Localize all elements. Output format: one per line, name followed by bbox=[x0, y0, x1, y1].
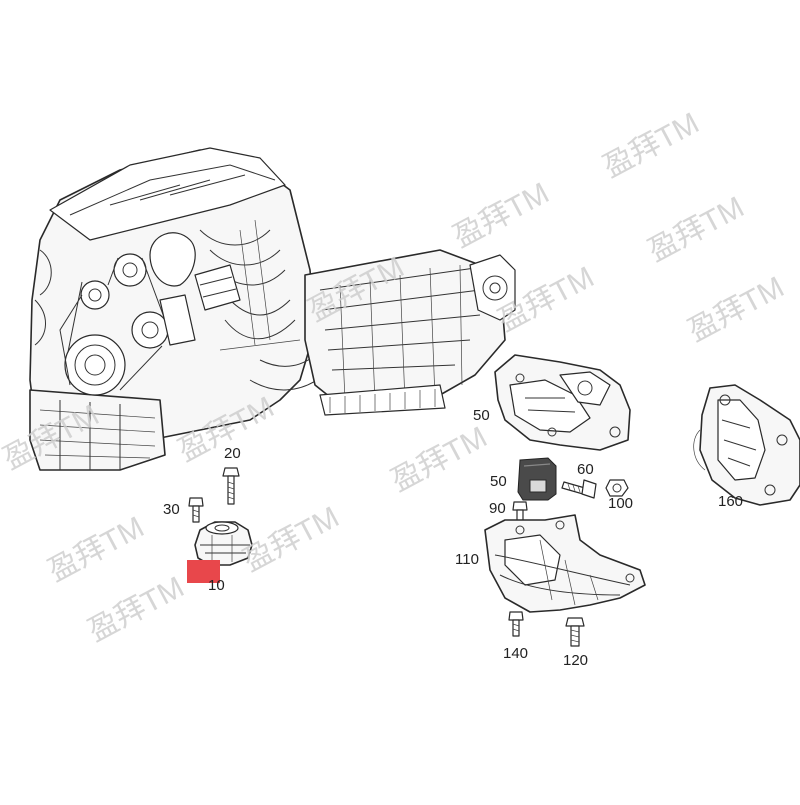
crank-pulley bbox=[64, 334, 126, 396]
part-160-bracket bbox=[693, 384, 800, 506]
part-110-crossmember bbox=[484, 514, 646, 613]
alternator-pulley bbox=[131, 311, 169, 349]
engine-transmission-assembly bbox=[29, 147, 516, 471]
watermark: 盈拜TM bbox=[43, 511, 150, 589]
watermark: 盈拜TM bbox=[598, 107, 705, 185]
idler-pulley bbox=[80, 280, 110, 310]
part-120-bolt bbox=[565, 617, 585, 647]
callout-100: 100 bbox=[608, 495, 633, 512]
part-20-bolt bbox=[222, 467, 240, 505]
callout-140: 140 bbox=[503, 645, 528, 662]
callout-30: 30 bbox=[163, 501, 180, 518]
callout-10: 10 bbox=[208, 577, 225, 594]
part-30-bolt bbox=[188, 497, 204, 523]
highlight-swatch bbox=[187, 560, 220, 583]
watermark: 盈拜TM bbox=[238, 501, 345, 579]
callout-160: 160 bbox=[718, 493, 743, 510]
part-140-bolt bbox=[508, 611, 524, 637]
callout-50-mount: 50 bbox=[490, 473, 507, 490]
watermark: 盈拜TM bbox=[643, 191, 750, 269]
callout-110: 110 bbox=[455, 551, 479, 568]
part-50-rubber-mount bbox=[517, 457, 557, 501]
callout-120: 120 bbox=[563, 652, 588, 669]
callout-20: 20 bbox=[224, 445, 241, 462]
part-50-transmission-bracket bbox=[494, 354, 631, 451]
watermark: 盈拜TM bbox=[386, 421, 493, 499]
callout-50-bracket: 50 bbox=[473, 407, 490, 424]
tensioner-pulley bbox=[113, 253, 147, 287]
part-90-bolt bbox=[512, 501, 528, 523]
part-60-bolt bbox=[561, 479, 597, 499]
part-10-engine-mount bbox=[187, 521, 253, 583]
callout-90: 90 bbox=[489, 500, 506, 517]
watermark: 盈拜TM bbox=[83, 571, 190, 649]
part-100-nut bbox=[605, 479, 629, 497]
watermark: 盈拜TM bbox=[448, 177, 555, 255]
watermark: 盈拜TM bbox=[683, 271, 790, 349]
callout-60: 60 bbox=[577, 461, 594, 478]
